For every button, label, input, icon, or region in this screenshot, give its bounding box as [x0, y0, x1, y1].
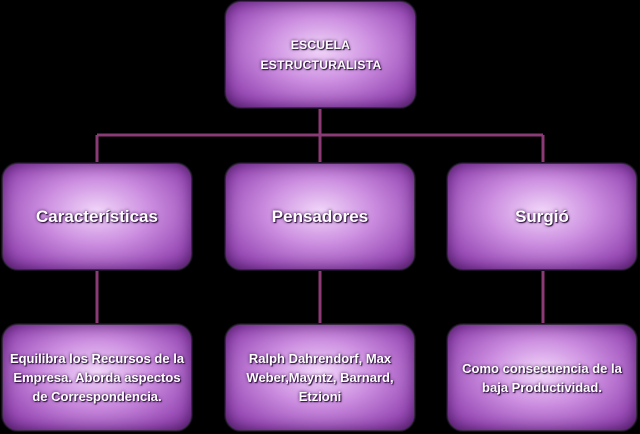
- branch-label-caracteristicas: Características: [36, 206, 158, 226]
- detail-node-surgio: Como consecuencia de la baja Productivid…: [447, 324, 637, 431]
- detail-text-caracteristicas: Equilibra los Recursos de la Empresa. Ab…: [9, 351, 185, 404]
- branch-node-pensadores: Pensadores: [225, 163, 415, 270]
- detail-node-pensadores: Ralph Dahrendorf, Max Weber,Mayntz, Barn…: [225, 324, 415, 431]
- branch-label-pensadores: Pensadores: [271, 206, 369, 226]
- detail-text-surgio: Como consecuencia de la baja Productivid…: [462, 360, 622, 395]
- branch-node-caracteristicas: Características: [2, 163, 192, 270]
- root-node: ESCUELA ESTRUCTURALISTA: [225, 1, 416, 108]
- detail-node-caracteristicas: Equilibra los Recursos de la Empresa. Ab…: [2, 324, 192, 431]
- branch-label-surgio: Surgió: [515, 206, 569, 226]
- detail-text-pensadores: Ralph Dahrendorf, Max Weber,Mayntz, Barn…: [246, 351, 394, 404]
- root-node-label: ESCUELA ESTRUCTURALISTA: [260, 37, 382, 72]
- branch-node-surgio: Surgió: [447, 163, 637, 270]
